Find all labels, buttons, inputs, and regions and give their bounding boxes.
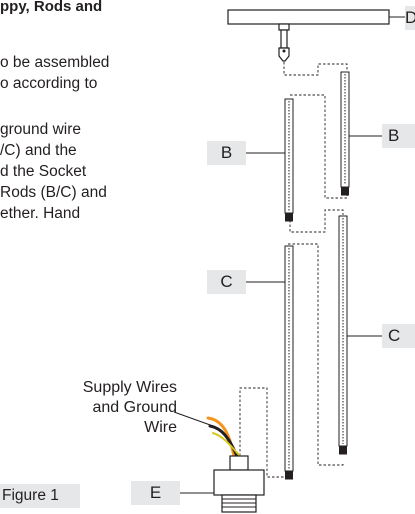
instruction-heading: ppy, Rods and [0, 0, 103, 15]
label-e: E [131, 481, 180, 505]
label-c-right: C [382, 324, 415, 348]
instruction-line: /C) and the [0, 142, 77, 159]
label-b-left: B [207, 141, 246, 165]
rod-b-left [284, 98, 294, 222]
instruction-line: o be assembled [0, 54, 110, 71]
rod-c-left [284, 245, 294, 480]
supply-wires [206, 416, 241, 458]
rod-c-right [338, 215, 348, 455]
instruction-line: d the Socket [0, 163, 87, 180]
wire-label-line: and Ground [92, 399, 177, 416]
leader-wire [173, 411, 214, 427]
canopy-d [227, 9, 390, 62]
instruction-line: ground wire [0, 121, 81, 138]
dotted-wire-paths [239, 62, 348, 478]
wire-label-line: Wire [144, 419, 177, 436]
rod-b-right [340, 71, 350, 196]
label-b-right: B [382, 124, 415, 148]
figure-caption: Figure 1 [0, 484, 80, 508]
socket-e [213, 455, 265, 513]
instruction-line: o according to [0, 75, 98, 92]
label-c-left: C [207, 270, 246, 294]
label-d: D [405, 6, 415, 30]
wire-label-line: Supply Wires [82, 379, 177, 396]
instruction-line: Rods (B/C) and [0, 184, 107, 201]
instruction-line: ether. Hand [0, 205, 81, 222]
